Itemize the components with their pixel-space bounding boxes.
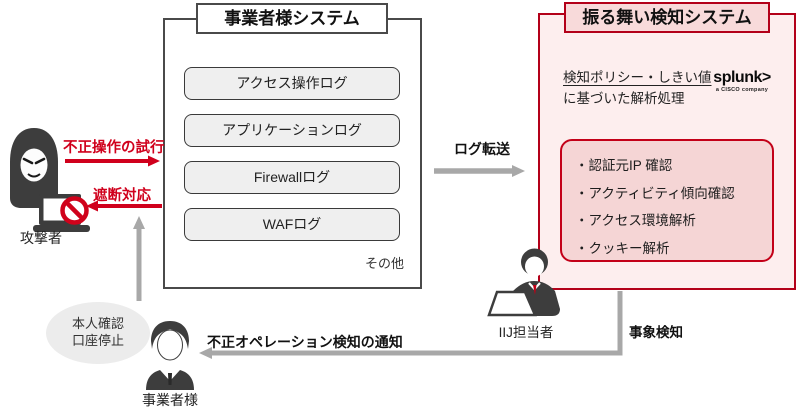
policy-text: 検知ポリシー・しきい値 に基づいた解析処理 xyxy=(563,67,712,109)
analysis-item-cookie: ・クッキー解析 xyxy=(575,240,670,256)
analysis-item-activity: ・アクティビティ傾向確認 xyxy=(575,185,735,201)
laptop-base xyxy=(33,225,90,232)
operator-system-box: アクセス操作ログ アプリケーションログ Firewallログ WAFログ その他 xyxy=(163,18,422,289)
detection-system-box: 検知ポリシー・しきい値 に基づいた解析処理 splunk> a CISCO co… xyxy=(538,13,796,290)
log-item-application: アプリケーションログ xyxy=(184,114,400,147)
splunk-cisco-sub: a CISCO company xyxy=(715,87,769,93)
analysis-box: ・認証元IP 確認 ・アクティビティ傾向確認 ・アクセス環境解析 ・クッキー解析 xyxy=(560,139,774,262)
block-response-label: 遮断対応 xyxy=(93,188,151,204)
policy-line1: 検知ポリシー・しきい値 xyxy=(563,70,712,85)
operator-system-title: 事業者様システム xyxy=(196,3,388,34)
log-item-firewall: Firewallログ xyxy=(184,161,400,194)
splunk-logo: splunk> a CISCO company xyxy=(710,69,774,94)
detection-system-title: 振る舞い検知システム xyxy=(564,2,770,33)
action-bubble: 本人確認 口座停止 xyxy=(46,302,150,364)
policy-line2: に基づいた解析処理 xyxy=(563,91,685,106)
event-detection-label: 事象検知 xyxy=(629,325,683,340)
attacker-face xyxy=(20,148,48,182)
analysis-item-environment: ・アクセス環境解析 xyxy=(575,213,696,228)
owner-body xyxy=(146,370,194,390)
ban-slash xyxy=(64,200,85,221)
log-item-waf: WAFログ xyxy=(184,208,400,241)
attacker-label: 攻撃者 xyxy=(20,230,62,246)
attacker-icon xyxy=(10,128,90,232)
owner-face xyxy=(157,329,183,361)
notification-label: 不正オペレーション検知の通知 xyxy=(207,334,403,350)
staff-tie xyxy=(533,285,537,295)
attacker-eyes xyxy=(22,157,46,165)
owner-tie xyxy=(168,373,172,385)
bubble-line1: 本人確認 xyxy=(71,316,124,331)
iij-staff-label: IIJ担当者 xyxy=(498,325,554,340)
staff-laptop-base xyxy=(533,308,553,315)
others-label: その他 xyxy=(364,256,404,271)
staff-face xyxy=(525,256,544,277)
bubble-line2: 口座停止 xyxy=(71,333,124,348)
analysis-item-ip: ・認証元IP 確認 xyxy=(575,158,673,173)
attacker-mouth xyxy=(27,173,41,178)
attack-attempt-label: 不正操作の試行 xyxy=(63,140,165,156)
log-transfer-label: ログ転送 xyxy=(454,141,510,157)
splunk-wordmark: splunk> xyxy=(713,69,771,86)
iij-staff-icon xyxy=(487,248,560,317)
log-item-access: アクセス操作ログ xyxy=(184,67,400,100)
business-owner-label: 事業者様 xyxy=(142,392,198,408)
owner-hair xyxy=(151,321,189,349)
business-owner-icon xyxy=(146,321,194,390)
